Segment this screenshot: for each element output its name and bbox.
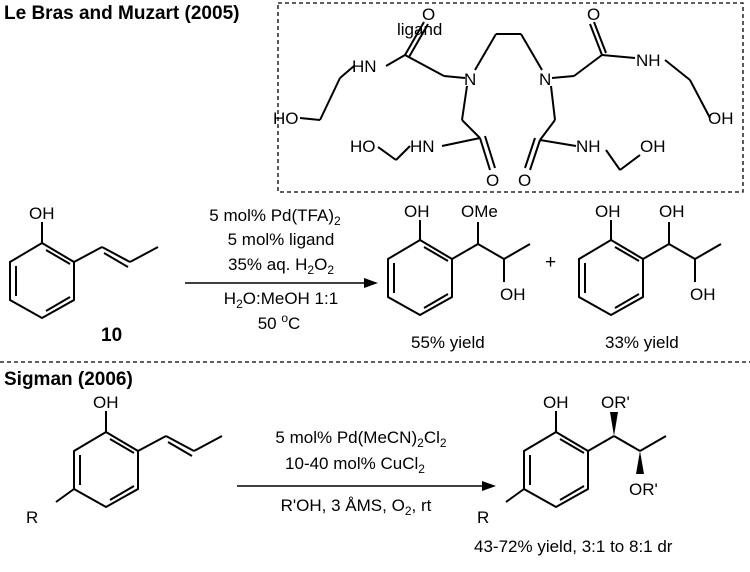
ligand-oh-right: OH — [708, 109, 734, 128]
ligand-n-left: N — [464, 70, 476, 89]
product-3-or-upper: OR' — [601, 393, 630, 412]
ligand-atom-labels: O HN N N O NH HO OH HO HN O O NH OH — [273, 5, 734, 190]
product-1-structure — [387, 220, 531, 317]
cond1-line1: 5 mol% Pd(TFA)2 — [209, 206, 341, 228]
ligand-hn-lower: HN — [410, 137, 435, 156]
reactant-2-oh: OH — [93, 393, 119, 412]
cond1-line4: H2O:MeOH 1:1 — [224, 289, 338, 311]
ligand-ho-left: HO — [273, 109, 299, 128]
reactant-10 — [9, 222, 159, 320]
reaction-arrow-2 — [237, 481, 496, 491]
product-3-structure — [505, 411, 667, 509]
product-2-oh-upper: OH — [659, 202, 685, 221]
conditions-1: 5 mol% Pd(TFA)2 5 mol% ligand 35% aq. H2… — [209, 206, 341, 333]
ligand-o-3: O — [486, 171, 499, 190]
plus-sign: + — [545, 252, 556, 273]
product-3-oh: OH — [543, 393, 569, 412]
product-1-oh-phenol: OH — [404, 202, 430, 221]
ligand-hn-left: HN — [352, 57, 377, 76]
product-3-or-lower: OR' — [629, 480, 658, 499]
cond1-line2: 5 mol% ligand — [228, 230, 335, 249]
product-1-oh: OH — [500, 285, 526, 304]
reactant-10-oh: OH — [29, 204, 55, 223]
product-2-structure — [578, 220, 722, 317]
product-3-r: R — [477, 508, 489, 527]
reaction-arrow-1 — [185, 278, 378, 288]
cond2-line3: R'OH, 3 ÅMS, O2, rt — [281, 496, 432, 518]
ligand-o-2: O — [587, 5, 600, 24]
cond2-line2: 10-40 mol% CuCl2 — [285, 454, 425, 476]
cond1-line5: 50 oC — [258, 311, 301, 333]
ligand-oh-lower: OH — [640, 137, 666, 156]
reactant-2-r: R — [26, 508, 38, 527]
wedge-bond-1 — [610, 412, 618, 436]
wedge-bond-2 — [636, 451, 644, 474]
section1-title: Le Bras and Muzart (2005) — [4, 3, 239, 24]
product-2-oh-phenol: OH — [595, 202, 621, 221]
section2-title: Sigman (2006) — [4, 369, 133, 390]
product-2-oh-lower: OH — [690, 285, 716, 304]
product-1-ome: OMe — [461, 202, 498, 221]
product-2-yield: 33% yield — [605, 333, 679, 352]
reactant-10-number: 10 — [101, 325, 122, 346]
ligand-box — [277, 2, 744, 193]
reactant-2-structure — [55, 411, 223, 509]
ligand-structure — [299, 21, 711, 171]
product-3-result: 43-72% yield, 3:1 to 8:1 dr — [474, 537, 673, 556]
ligand-n-right: N — [539, 70, 551, 89]
ligand-ho-lower: HO — [350, 137, 376, 156]
cond1-line3: 35% aq. H2O2 — [228, 255, 334, 277]
cond2-line1: 5 mol% Pd(MeCN)2Cl2 — [275, 428, 446, 450]
ligand-nh-right: NH — [636, 51, 661, 70]
ligand-nh-lower: NH — [576, 137, 601, 156]
conditions-2: 5 mol% Pd(MeCN)2Cl2 10-40 mol% CuCl2 R'O… — [275, 428, 446, 518]
product-1-yield: 55% yield — [411, 333, 485, 352]
ligand-o-4: O — [518, 171, 531, 190]
ligand-o-1: O — [422, 5, 435, 24]
